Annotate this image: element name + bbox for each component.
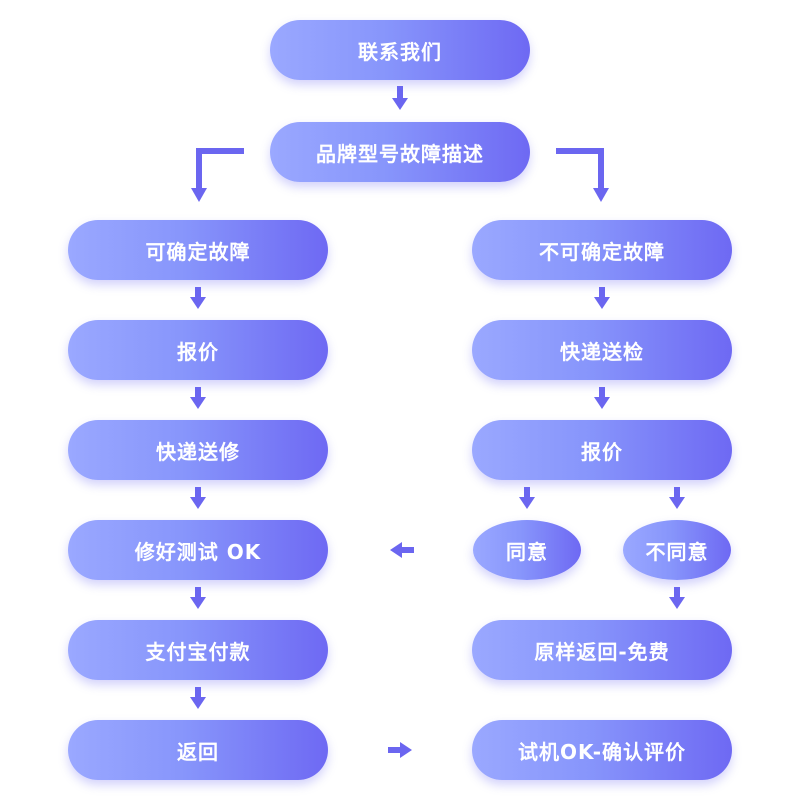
node-right-agree: 同意 <box>473 520 581 580</box>
node-left-confirmable: 可确定故障 <box>68 220 328 280</box>
arrow-down-quote-agree <box>519 487 535 509</box>
node-right-unconfirmable: 不可确定故障 <box>472 220 732 280</box>
node-left-repair-test: 修好测试 OK <box>68 520 328 580</box>
arrow-down-left-1 <box>190 287 206 309</box>
arrow-down-left-5 <box>190 687 206 709</box>
arrow-down-right-2 <box>594 387 610 409</box>
node-right-return-free: 原样返回-免费 <box>472 620 732 680</box>
arrow-elbow-describe-right <box>556 148 609 202</box>
arrow-down-contact-describe <box>392 86 408 110</box>
node-right-disagree: 不同意 <box>623 520 731 580</box>
node-contact-us: 联系我们 <box>270 20 530 80</box>
arrow-down-left-4 <box>190 587 206 609</box>
node-right-quote: 报价 <box>472 420 732 480</box>
arrow-down-disagree-return <box>669 587 685 609</box>
node-right-test-ok-review: 试机OK-确认评价 <box>472 720 732 780</box>
node-left-quote: 报价 <box>68 320 328 380</box>
node-left-alipay: 支付宝付款 <box>68 620 328 680</box>
node-left-ship-repair: 快递送修 <box>68 420 328 480</box>
node-fault-description: 品牌型号故障描述 <box>270 122 530 182</box>
arrow-down-left-3 <box>190 487 206 509</box>
node-right-ship-inspect: 快递送检 <box>472 320 732 380</box>
arrow-left-agree-repair <box>390 542 414 558</box>
arrow-down-right-1 <box>594 287 610 309</box>
arrow-down-quote-disagree <box>669 487 685 509</box>
arrow-elbow-describe-left <box>191 148 244 202</box>
arrow-right-return-review <box>388 742 412 758</box>
node-left-return: 返回 <box>68 720 328 780</box>
arrow-down-left-2 <box>190 387 206 409</box>
